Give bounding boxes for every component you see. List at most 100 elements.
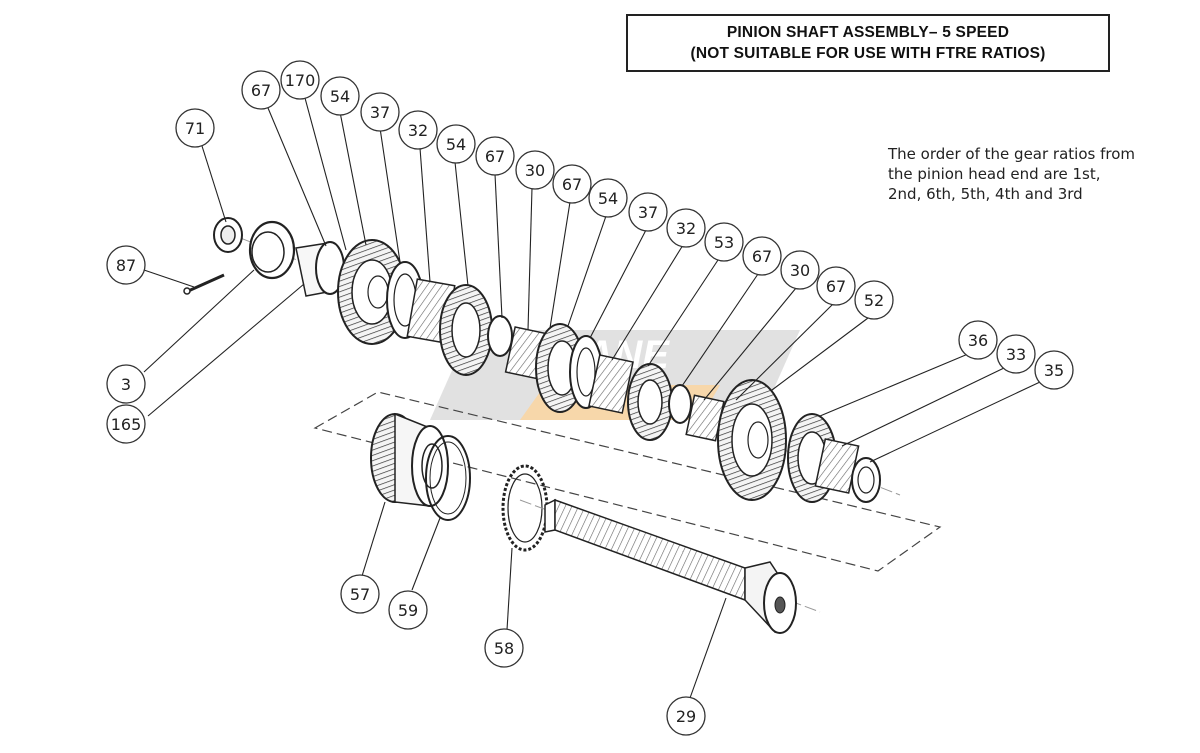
title-box: PINION SHAFT ASSEMBLY– 5 SPEED (NOT SUIT…: [626, 14, 1110, 72]
circlip-59: [425, 435, 471, 521]
callout-circle: [588, 178, 628, 218]
callout-71: 71: [175, 108, 215, 148]
callout-87: 87: [106, 245, 146, 285]
callout-label: 52: [864, 291, 884, 310]
callout-label: 30: [525, 161, 545, 180]
callout-label: 67: [251, 81, 271, 100]
callout-label: 3: [121, 375, 131, 394]
callout-circle: [398, 110, 438, 150]
bearing-race-3: [248, 220, 296, 280]
callout-circle: [475, 136, 515, 176]
washer-35: [851, 457, 881, 503]
callout-67: 67: [742, 236, 782, 276]
callout-37: 37: [360, 92, 400, 132]
callout-label: 32: [676, 219, 696, 238]
callout-32: 32: [666, 208, 706, 248]
subassembly-outline: [313, 391, 942, 572]
callout-circle: [780, 250, 820, 290]
gear-order-note: The order of the gear ratios from the pi…: [888, 144, 1188, 204]
callout-label: 57: [350, 585, 370, 604]
callout-circle: [552, 164, 592, 204]
callout-label: 59: [398, 601, 418, 620]
callout-circle: [241, 70, 281, 110]
callout-label: 32: [408, 121, 428, 140]
hub-32-b: [588, 354, 634, 414]
callout-3: 3: [106, 364, 146, 404]
callout-label: 58: [494, 639, 514, 658]
callout-circle: [360, 92, 400, 132]
callout-circle: [515, 150, 555, 190]
callout-circle: [666, 696, 706, 736]
title-line-1: PINION SHAFT ASSEMBLY– 5 SPEED: [726, 24, 1010, 41]
callout-circle: [320, 76, 360, 116]
callout-circle: [175, 108, 215, 148]
callout-label: 54: [446, 135, 466, 154]
callout-label: 54: [598, 189, 618, 208]
callout-circle: [280, 60, 320, 100]
callout-circle: [704, 222, 744, 262]
callout-circle: [106, 404, 146, 444]
callout-58: 58: [484, 628, 524, 668]
callout-52: 52: [854, 280, 894, 320]
title-line-2: (NOT SUITABLE FOR USE WITH FTRE RATIOS): [690, 45, 1046, 62]
callout-36: 36: [958, 320, 998, 360]
callout-circle: [996, 334, 1036, 374]
callout-label: 165: [111, 415, 142, 434]
callout-165: 165: [106, 404, 146, 444]
callout-170: 170: [280, 60, 320, 100]
leader-lines: [143, 97, 1041, 699]
callout-label: 170: [285, 71, 316, 90]
callout-37: 37: [628, 192, 668, 232]
gear-5th: [627, 363, 673, 441]
note-line-1: The order of the gear ratios from: [888, 145, 1135, 163]
callout-circle: [854, 280, 894, 320]
bush-67-b: [668, 384, 692, 424]
nut: [213, 217, 243, 253]
callout-32: 32: [398, 110, 438, 150]
callout-67: 67: [475, 136, 515, 176]
callout-67: 67: [552, 164, 592, 204]
callouts: 71 87 3 165 67 170 54 37 32 54 67 30 67 54 37 32 53 67 30 6…: [106, 60, 1074, 736]
callout-35: 35: [1034, 350, 1074, 390]
callout-circle: [628, 192, 668, 232]
callout-circle: [958, 320, 998, 360]
callout-label: 53: [714, 233, 734, 252]
callout-67: 67: [241, 70, 281, 110]
callout-label: 36: [968, 331, 988, 350]
callout-54: 54: [320, 76, 360, 116]
note-line-2: the pinion head end are 1st,: [888, 165, 1101, 183]
callout-label: 29: [676, 707, 696, 726]
callout-circle: [436, 124, 476, 164]
callout-circle: [340, 574, 380, 614]
callout-label: 67: [752, 247, 772, 266]
callout-circle: [388, 590, 428, 630]
callout-53: 53: [704, 222, 744, 262]
callout-label: 30: [790, 261, 810, 280]
callout-33: 33: [996, 334, 1036, 374]
callout-circle: [106, 245, 146, 285]
bearing-57: [370, 412, 449, 507]
callout-label: 67: [485, 147, 505, 166]
callout-67: 67: [816, 266, 856, 306]
callout-label: 37: [638, 203, 658, 222]
callout-circle: [816, 266, 856, 306]
callout-label: 54: [330, 87, 350, 106]
spacer-165: [295, 241, 345, 297]
callout-circle: [1034, 350, 1074, 390]
callout-54: 54: [588, 178, 628, 218]
callout-circle: [742, 236, 782, 276]
callout-label: 67: [826, 277, 846, 296]
callout-label: 35: [1044, 361, 1064, 380]
callout-54: 54: [436, 124, 476, 164]
callout-59: 59: [388, 590, 428, 630]
note-line-3: 2nd, 6th, 5th, 4th and 3rd: [888, 185, 1083, 203]
bush-67-a: [487, 315, 513, 357]
gear-4th: [717, 379, 787, 501]
split-pin: [183, 273, 225, 295]
callout-label: 33: [1006, 345, 1026, 364]
callout-30: 30: [515, 150, 555, 190]
callout-circle: [666, 208, 706, 248]
callout-circle: [484, 628, 524, 668]
callout-label: 37: [370, 103, 390, 122]
